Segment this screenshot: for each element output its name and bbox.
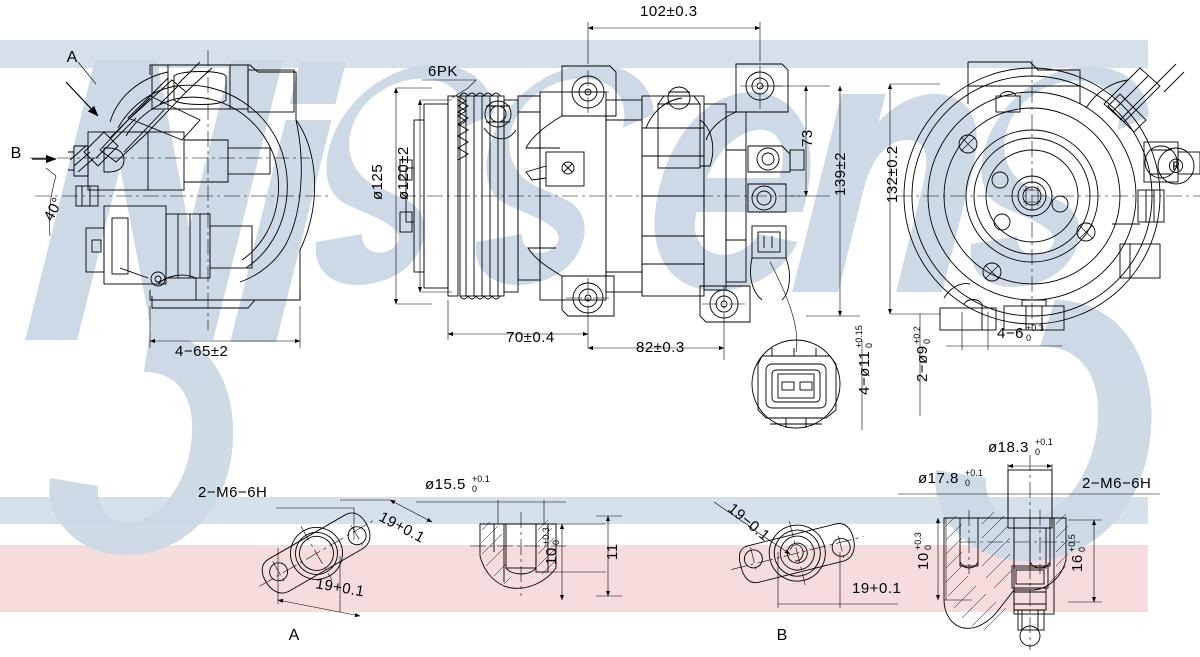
dim-value: 4−ø11 [856,351,873,395]
dim-value: 10 [915,552,932,570]
registered-mark: ® [1157,147,1195,185]
dim-lower-tolerance: 0 [965,478,970,488]
arrow-label-B: B [11,145,22,162]
dim-lower-tolerance: 0 [864,343,874,348]
detail-section-2 [898,455,1160,650]
dim-139 [806,85,860,317]
dim-value: 4−65±2 [175,343,228,360]
detail-section-1 [416,500,622,601]
dim-body-dia-132: 132±0.2 [884,145,901,203]
arrow-B: B [11,145,57,164]
arrow-label-A: A [67,49,78,66]
svg-text:®: ® [1169,156,1184,178]
dim-upper-tolerance: +0.3 [1026,323,1044,333]
dim-value: ø18.3 [988,439,1029,456]
dim-value: 2−ø9 [914,345,931,382]
dim-value: 16 [1069,554,1086,572]
dim-102 [587,22,761,64]
dim-value: 2−M6−6H [1082,475,1151,492]
dim-pitch-19-c: 19−0.1 [724,500,773,545]
detail-connector [751,339,863,430]
dim-132 [887,83,940,315]
dim-value: ø120±2 [395,146,412,200]
dim-upper-tolerance: +0.1 [1035,437,1053,447]
dim-height-73: 73 [799,129,816,147]
dim-overall-102: 102±0.3 [640,3,698,20]
band-blue-top [0,40,1148,68]
arrow-A: A [65,49,99,117]
dim-pulley-dia-125: ø125 [369,164,386,200]
dim-70 [447,300,589,348]
dim-4-65 [149,306,301,348]
dim-bore-15-5: ø15.5 +0.10 [425,474,490,494]
view-front: ® [887,60,1200,416]
dim-depth-11: 11 [604,543,621,560]
dim-value: 139±2 [832,152,849,196]
dim-value: 19−0.1 [724,500,773,545]
dim-bore-18-3: ø18.3 +0.10 [988,437,1053,457]
dim-upper-tolerance: +0.1 [472,474,490,484]
dim-upper-tolerance: +0.15 [854,325,864,348]
dim-height-139: 139±2 [832,152,849,196]
dim-value: 70±0.4 [506,329,555,346]
dim-upper-tolerance: +0.5 [1067,534,1077,552]
watermark-nissens [25,60,1152,562]
view-rear: A B [11,49,330,348]
dim-value: 6PK [428,63,458,80]
dim-value: ø15.5 [425,476,466,493]
view-side [393,22,860,360]
dim-value: 10 [543,547,560,565]
dim-mount-spacing: 4−65±2 [175,343,228,360]
dim-lower-tolerance: 0 [923,545,933,550]
dim-slot-4-6: 4−6+0.30 [997,323,1044,343]
detail-view-B: B [713,501,898,644]
dim-82 [587,324,725,360]
dim-upper-tolerance: +0.3 [913,532,923,550]
dim-upper-tolerance: +0.2 [912,326,922,344]
dim-value: 82±0.3 [636,339,685,356]
dim-lower-tolerance: 0 [1077,547,1087,552]
dim-thread-2-M6: 2−M6−6H [198,484,267,501]
dim-length-82: 82±0.3 [636,339,685,356]
dim-value: 19+0.1 [852,580,901,597]
dim-4-6 [946,312,1062,350]
dim-value: 2−M6−6H [198,484,267,501]
dim-dia125 [393,87,432,305]
dim-pitch-19-a: 19+0.1 [376,509,428,547]
dim-value: 102±0.3 [640,3,698,20]
dim-bore-17-8: ø17.8 +0.10 [918,468,983,488]
dim-value: 19+0.1 [376,509,428,547]
dim-pitch-19-d: 19+0.1 [852,580,901,597]
dim-value: ø17.8 [918,470,959,487]
dim-belt-profile: 6PK [428,63,458,80]
dim-dia120 [417,99,452,293]
dim-length-70: 70±0.4 [506,329,555,346]
band-pink-lower [0,545,1148,612]
dim-value: 132±0.2 [884,145,901,203]
dim-lower-tolerance: 0 [922,339,932,344]
dim-73 [760,85,830,197]
dim-upper-tolerance: +0.1 [965,468,983,478]
dim-value: 73 [799,129,816,147]
dim-value: 4−6 [997,325,1024,342]
detail-view-A: A [259,499,433,644]
dim-lower-tolerance: 0 [551,540,561,545]
dim-lower-tolerance: 0 [1026,333,1031,343]
dim-value: ø125 [369,164,386,200]
dim-pulley-dia-120: ø120±2 [395,146,412,200]
dim-thread-2-M6: 2−M6−6H [1082,475,1151,492]
dim-value: 11 [604,543,621,560]
detail-label-B: B [777,627,788,644]
detail-label-A: A [289,627,300,644]
dim-lower-tolerance: 0 [472,484,477,494]
dim-lower-tolerance: 0 [1035,447,1040,457]
dim-upper-tolerance: +0.3 [541,527,551,545]
